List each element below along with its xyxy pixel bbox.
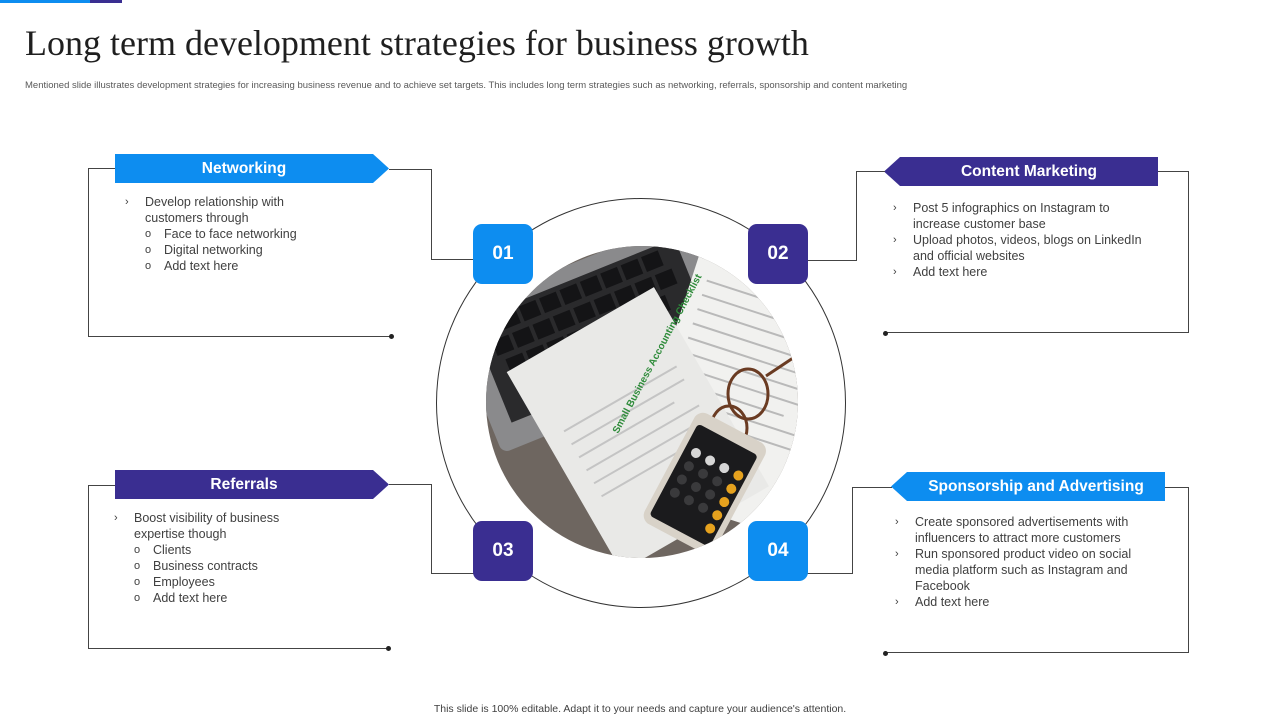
networking-panel-end-dot (389, 334, 394, 339)
top-accent-bar-indigo (90, 0, 122, 3)
badge-01: 01 (473, 224, 533, 284)
sponsorship-panel-end-dot (883, 651, 888, 656)
page-subtitle: Mentioned slide illustrates development … (25, 80, 908, 91)
list-item: ›Create sponsored advertisements with in… (895, 515, 1129, 545)
badge-02: 02 (748, 224, 808, 284)
list-item: ›Boost visibility of business expertise … (114, 511, 280, 541)
content-marketing-panel (884, 171, 1189, 333)
referrals-panel-end-dot (386, 646, 391, 651)
page-title: Long term development strategies for bus… (25, 23, 809, 63)
badge-03: 03 (473, 521, 533, 581)
sponsorship-bullets: ›Create sponsored advertisements with in… (895, 514, 1157, 610)
sponsorship-title-banner: Sponsorship and Advertising (891, 472, 1165, 501)
referrals-panel (88, 485, 389, 649)
list-item: ›Run sponsored product video on social m… (895, 547, 1132, 593)
center-ring (436, 198, 846, 608)
badge-04: 04 (748, 521, 808, 581)
referrals-bullets: ›Boost visibility of business expertise … (114, 510, 314, 606)
list-item: ›Post 5 infographics on Instagram to inc… (893, 201, 1110, 231)
content-marketing-panel-end-dot (883, 331, 888, 336)
list-item: ›Upload photos, videos, blogs on LinkedI… (893, 233, 1142, 263)
list-item: ›Add text here (895, 595, 990, 609)
networking-title-banner: Networking (115, 154, 389, 183)
list-item: ›Develop relationship with customers thr… (125, 195, 284, 225)
content-marketing-title-banner: Content Marketing (884, 157, 1158, 186)
footer-note: This slide is 100% editable. Adapt it to… (433, 703, 847, 715)
networking-bullets: ›Develop relationship with customers thr… (125, 194, 325, 274)
list-item: ›Add text here (893, 265, 988, 279)
center-photo: Small Business Accounting Checklist (486, 246, 798, 558)
networking-panel (88, 168, 392, 337)
referrals-title-banner: Referrals (115, 470, 389, 499)
content-marketing-bullets: ›Post 5 infographics on Instagram to inc… (893, 200, 1155, 280)
top-accent-bar-blue (0, 0, 90, 3)
sponsorship-panel (884, 487, 1189, 653)
